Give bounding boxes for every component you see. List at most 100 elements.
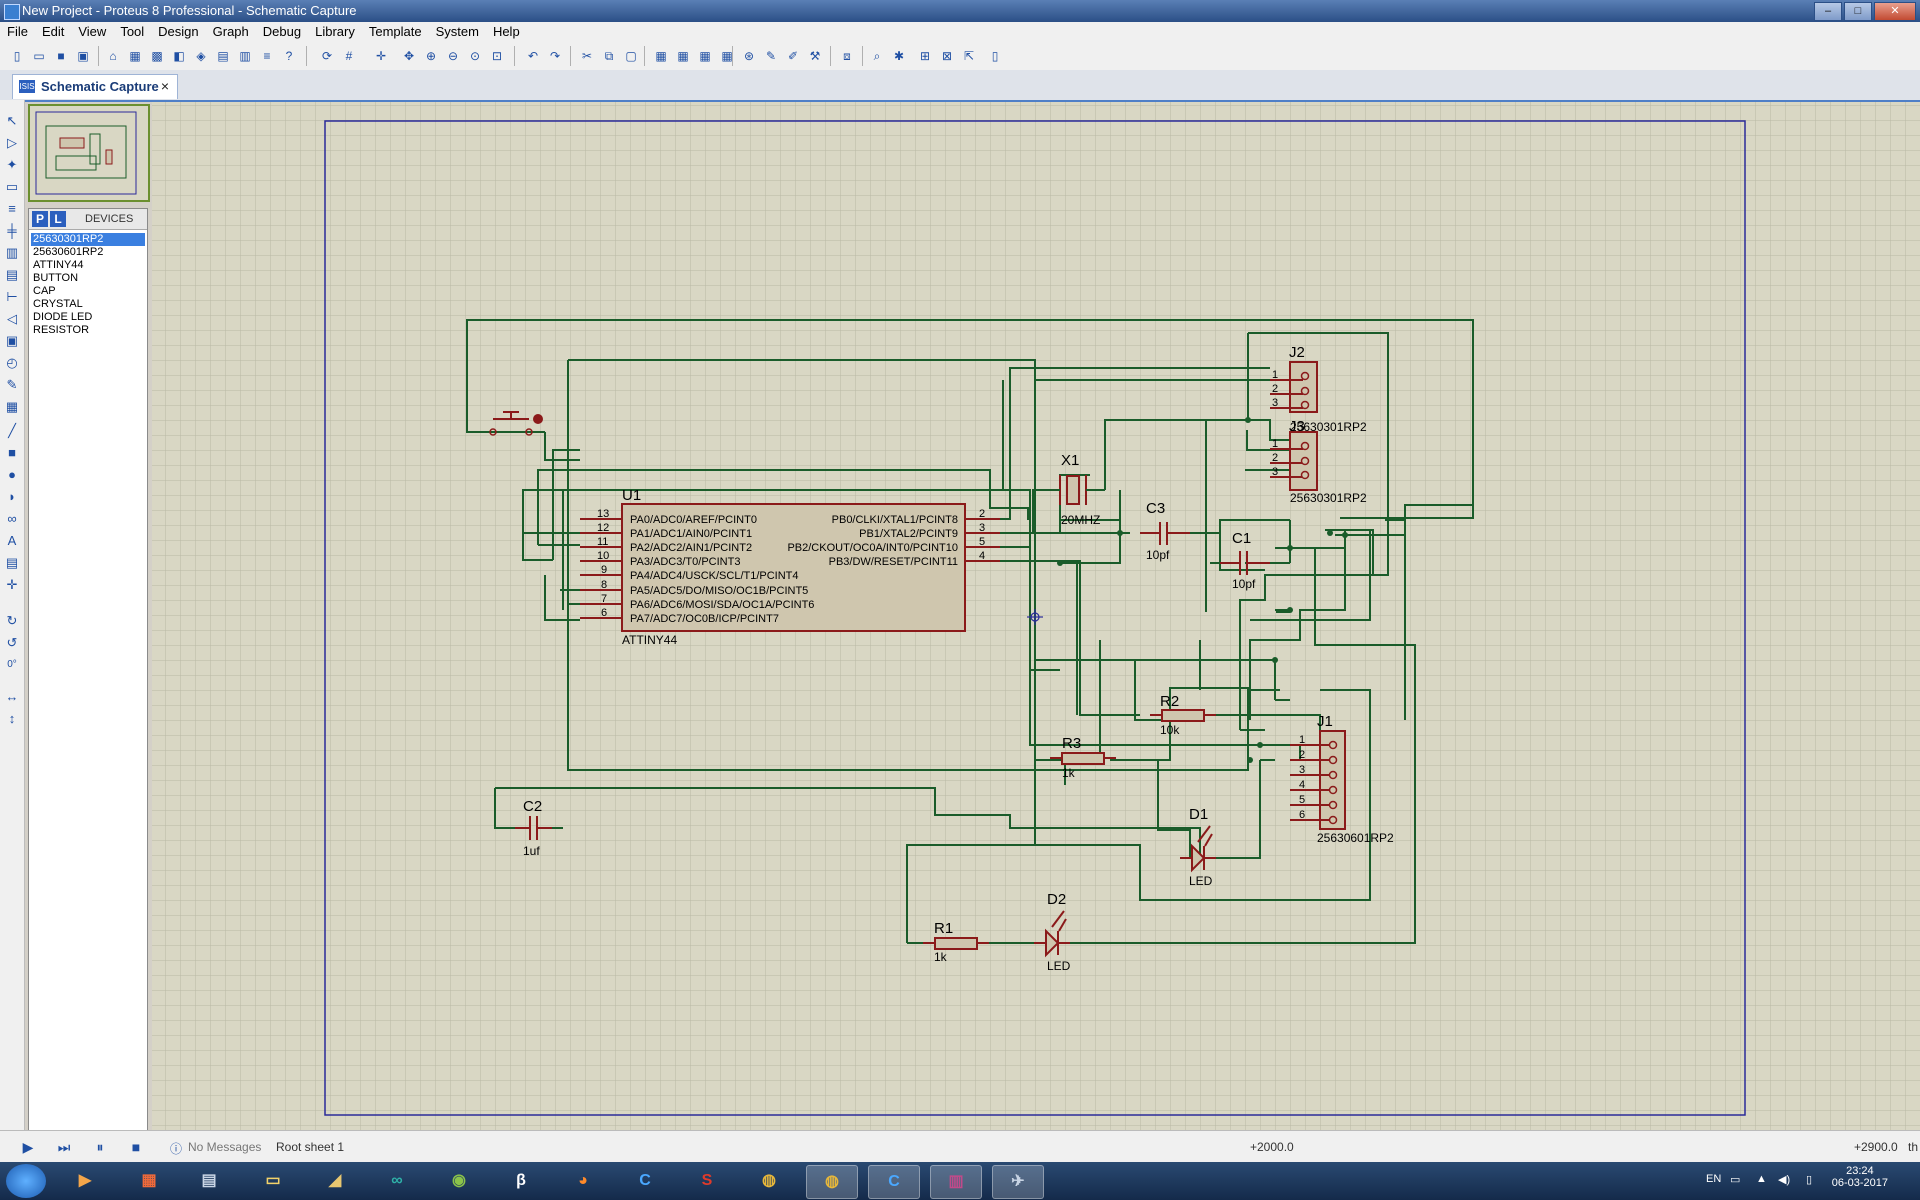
j1-connector[interactable]: 1 2 3 4 5 6 J1 25630601RP2 — [1290, 713, 1394, 845]
chrome-active-icon[interactable]: ◍ — [806, 1165, 858, 1199]
maximize-button[interactable]: □ — [1844, 2, 1872, 21]
device-list-item[interactable]: 25630301RP2 — [31, 233, 145, 246]
new-sheet-icon[interactable]: ⊞ — [919, 49, 931, 63]
instruments-icon[interactable]: ▦ — [5, 399, 19, 414]
d1-led[interactable]: D1 LED — [1180, 806, 1216, 888]
new-file-icon[interactable]: ▯ — [13, 49, 21, 63]
action-center-icon[interactable]: ▯ — [1806, 1174, 1813, 1186]
language-indicator[interactable]: EN — [1706, 1173, 1722, 1185]
library-manager-button[interactable]: L — [50, 211, 66, 227]
schematic-editing-window[interactable]: U1 ATTINY44 13 12 11 10 9 8 7 6 PA0/ADC0… — [152, 102, 1920, 1130]
symbol-2d-icon[interactable]: ▤ — [5, 555, 19, 570]
device-list-item[interactable]: ATTINY44 — [33, 259, 84, 271]
design-explorer-icon[interactable]: ▥ — [239, 49, 251, 63]
device-pins-icon[interactable]: ⊢ — [6, 289, 18, 304]
buses-icon[interactable]: ╪ — [7, 223, 17, 238]
packaging-tool-icon[interactable]: ✐ — [787, 49, 799, 63]
copy-icon[interactable]: ⧉ — [604, 49, 614, 63]
tape-recorder-icon[interactable]: ▣ — [5, 333, 19, 348]
box-2d-icon[interactable]: ■ — [8, 445, 16, 460]
close-window-button[interactable]: ✕ — [1874, 2, 1916, 21]
play-icon[interactable]: ▶ — [22, 1139, 34, 1155]
proteus-taskbar-icon[interactable]: β — [516, 1172, 526, 1189]
probe-icon[interactable]: ✎ — [6, 377, 18, 392]
ccleaner-icon[interactable]: C — [639, 1172, 651, 1189]
save-all-icon[interactable]: ▣ — [77, 49, 89, 63]
device-list-item[interactable]: CAP — [33, 285, 56, 297]
make-device-icon[interactable]: ✎ — [765, 49, 777, 63]
grid-toggle-icon[interactable]: # — [345, 49, 353, 63]
r3-resistor[interactable]: R3 1k — [1050, 735, 1116, 780]
device-list-item[interactable]: DIODE LED — [33, 311, 93, 323]
android-icon[interactable]: ◉ — [452, 1172, 466, 1189]
block-copy-icon[interactable]: ▦ — [655, 49, 667, 63]
c1-capacitor[interactable]: C1 10pf — [1220, 530, 1270, 591]
bom-icon[interactable]: ▤ — [217, 49, 229, 63]
arduino-icon[interactable]: ∞ — [391, 1172, 403, 1189]
file-explorer-icon[interactable]: ▭ — [265, 1172, 281, 1189]
decompose-icon[interactable]: ⚒ — [809, 49, 821, 63]
circle-2d-icon[interactable]: ● — [8, 467, 16, 482]
schematic-icon[interactable]: ▦ — [129, 49, 141, 63]
zoom-area-icon[interactable]: ⊡ — [491, 49, 503, 63]
menu-file[interactable]: File — [7, 24, 28, 39]
d2-led[interactable]: D2 LED — [1034, 891, 1071, 973]
rotate-anticlockwise-icon[interactable]: ↺ — [6, 635, 18, 650]
text-2d-icon[interactable]: A — [7, 533, 17, 548]
remove-sheet-icon[interactable]: ⊠ — [941, 49, 953, 63]
menu-library[interactable]: Library — [315, 24, 355, 39]
overview-window[interactable] — [28, 104, 150, 202]
rotate-clockwise-icon[interactable]: ↻ — [6, 613, 18, 628]
pick-devices-button[interactable]: P — [32, 211, 48, 227]
cad-app-icon[interactable]: C — [868, 1165, 920, 1199]
step-icon[interactable]: ⏭ — [57, 1139, 71, 1155]
marker-2d-icon[interactable]: ✛ — [6, 577, 18, 592]
save-icon[interactable]: ■ — [57, 49, 65, 63]
pan-icon[interactable]: ✥ — [403, 49, 415, 63]
system-clock[interactable]: 23:24 06-03-2017 — [1832, 1165, 1888, 1189]
wire-label-icon[interactable]: ▭ — [5, 179, 19, 194]
c3-capacitor[interactable]: C3 10pf — [1140, 500, 1190, 562]
j2-connector[interactable]: 1 2 3 J2 25630301RP2 — [1270, 344, 1367, 434]
volume-icon[interactable]: ◀) — [1778, 1174, 1791, 1186]
apps-grid-icon[interactable]: ▦ — [141, 1172, 157, 1189]
menu-debug[interactable]: Debug — [262, 24, 302, 39]
zoom-out-icon[interactable]: ⊖ — [447, 49, 459, 63]
text-script-icon[interactable]: ≡ — [8, 201, 16, 216]
selection-mode-icon[interactable]: ↖ — [6, 113, 18, 128]
firefox-icon[interactable]: ◕ — [578, 1172, 588, 1189]
block-delete-icon[interactable]: ▦ — [721, 49, 733, 63]
gerber-icon[interactable]: ◈ — [196, 49, 206, 63]
minimize-button[interactable]: – — [1814, 2, 1842, 21]
menu-help[interactable]: Help — [492, 24, 520, 39]
menu-view[interactable]: View — [78, 24, 107, 39]
u1-attiny44[interactable]: U1 ATTINY44 13 12 11 10 9 8 7 6 PA0/ADC0… — [580, 487, 1000, 647]
chrome-icon[interactable]: ◍ — [762, 1172, 776, 1189]
cut-icon[interactable]: ✂ — [581, 49, 593, 63]
help-icon[interactable]: ? — [285, 49, 293, 63]
stop-icon[interactable]: ■ — [131, 1139, 141, 1155]
origin-icon[interactable]: ✛ — [375, 49, 387, 63]
search-tag-icon[interactable]: ⌕ — [873, 49, 881, 63]
solidworks-icon[interactable]: S — [701, 1172, 713, 1189]
tab-schematic-capture[interactable]: ISIS Schematic Capture × — [12, 74, 178, 99]
pcb-layout-icon[interactable]: ▩ — [151, 49, 163, 63]
schematic-canvas[interactable]: U1 ATTINY44 13 12 11 10 9 8 7 6 PA0/ADC0… — [152, 102, 1920, 1130]
mirror-horizontal-icon[interactable]: ↔ — [5, 689, 19, 704]
line-2d-icon[interactable]: ╱ — [8, 423, 16, 438]
open-folder-icon[interactable]: ▭ — [33, 49, 45, 63]
subcircuit-icon[interactable]: ▥ — [5, 245, 19, 260]
zoom-all-icon[interactable]: ⊙ — [469, 49, 481, 63]
pause-icon[interactable]: ⏸ — [96, 1139, 104, 1155]
graph-mode-icon[interactable]: ◁ — [7, 311, 17, 326]
r2-resistor[interactable]: R2 10k — [1150, 693, 1216, 737]
x1-crystal[interactable]: X1 20MHZ — [1040, 452, 1105, 527]
zoom-in-icon[interactable]: ⊕ — [425, 49, 437, 63]
terminals-icon[interactable]: ▤ — [5, 267, 19, 282]
pick-device-icon[interactable]: ⊛ — [743, 49, 755, 63]
device-list-item[interactable]: BUTTON — [33, 272, 79, 284]
menu-tool[interactable]: Tool — [120, 24, 145, 39]
exit-to-parent-icon[interactable]: ⇱ — [963, 49, 975, 63]
tab-close-icon[interactable]: × — [160, 78, 169, 94]
menu-edit[interactable]: Edit — [41, 24, 65, 39]
